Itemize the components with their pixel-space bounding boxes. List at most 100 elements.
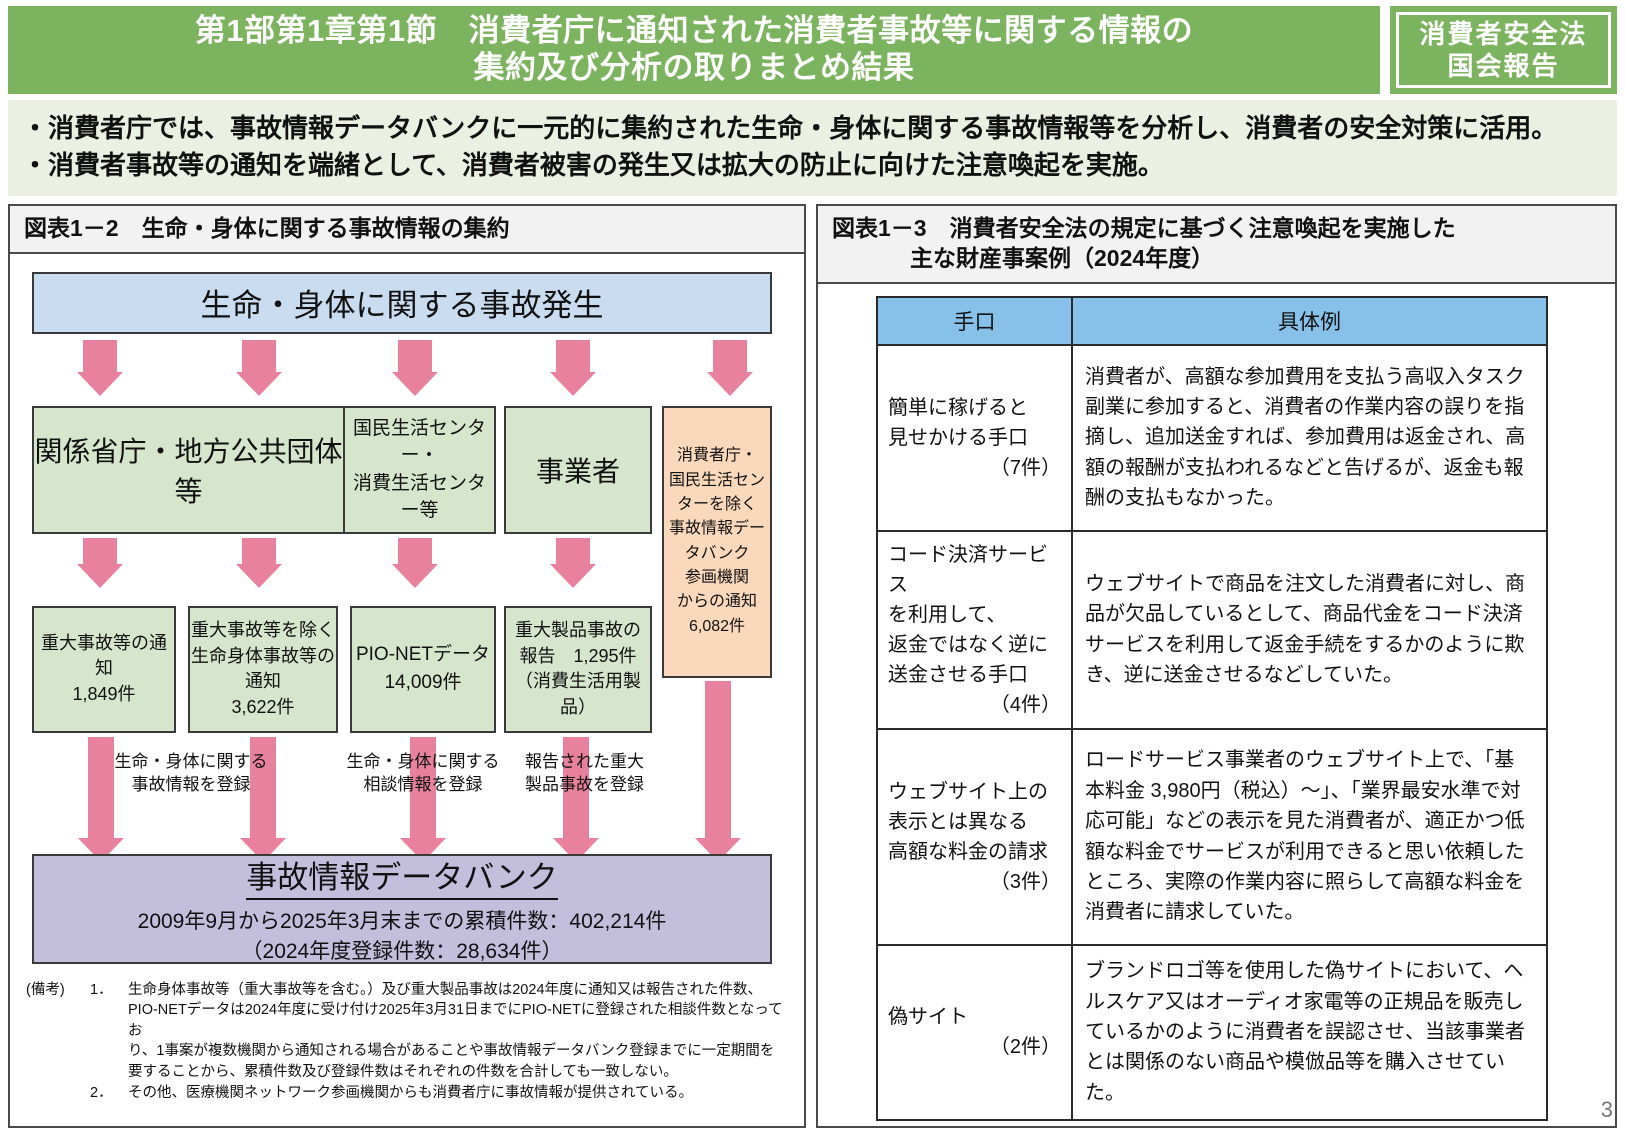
note-1-number: 1． (90, 981, 113, 998)
column-header-example: 具体例 (1071, 295, 1548, 346)
arrow-head-icon (550, 563, 596, 588)
figure-1-3-body: 手口 具体例 簡単に稼げると 見せかける手口 （7件） 消費者が、高額な参加費用… (818, 284, 1615, 1126)
figure-1-3-heading: 図表1－3 消費者安全法の規定に基づく注意喚起を実施した 主な財産事案例（202… (818, 205, 1615, 284)
flow-arrow-down-2 (236, 339, 282, 396)
flow-label-accident-info: 生命・身体に関する 事故情報を登録 (114, 751, 268, 794)
arrow-head-icon (392, 371, 438, 396)
figure-1-2-panel: 図表1－2 生命・身体に関する事故情報の集約 生命・身体に関する事故発生 関係省… (8, 203, 806, 1128)
notes-label-spacer (26, 1083, 90, 1104)
arrow-head-icon (550, 371, 596, 396)
method-text-3: ウェブサイト上の 表示とは異なる 高額な料金の請求 (888, 780, 1048, 863)
databank-cumulative: 2009年9月から2025年3月末までの累積件数：402,214件 (137, 910, 667, 934)
count-box-serious-value: 1,849件 (72, 683, 136, 704)
databank-box: 事故情報データバンク 2009年9月から2025年3月末までの累積件数：402,… (32, 852, 772, 964)
page-number: 3 (1600, 1097, 1613, 1122)
table-row: ウェブサイト上の 表示とは異なる 高額な料金の請求 （3件） ロードサービス事業… (876, 727, 1548, 946)
header: 第1部第1章第1節 消費者庁に通知された消費者事故等に関する情報の 集約及び分析… (8, 6, 1617, 94)
flow-arrow-down-5 (707, 339, 753, 396)
flow-arrow-long-5 (695, 680, 741, 862)
figure-1-3-heading-line2: 主な財産事案例（2024年度） (910, 244, 1215, 271)
arrow-head-icon (392, 563, 438, 588)
lead-bullet-2: ・消費者事故等の通知を端緒として、消費者被害の発生又は拡大の防止に向けた注意喚起… (22, 149, 1164, 180)
flow-top-box: 生命・身体に関する事故発生 (32, 271, 772, 334)
method-text-1: 簡単に稼げると 見せかける手口 (888, 396, 1028, 449)
count-box-nonserious-label: 重大事故等を除く 生命身体事故等の通知 (191, 620, 335, 692)
flow-arrow-down-6 (77, 537, 123, 588)
cell-method-4: 偽サイト （2件） (876, 943, 1073, 1121)
cell-method-3: ウェブサイト上の 表示とは異なる 高額な料金の請求 （3件） (876, 727, 1073, 946)
page-title-line2: 集約及び分析の取りまとめ結果 (473, 50, 915, 85)
source-box-consumer-centers: 国民生活センター・ 消費生活センター等 (343, 405, 496, 534)
note-1-line-3: り、1事案が複数機関から通知される場合があることや事故情報データバンク登録までに… (128, 1043, 775, 1060)
cell-example-4: ブランドロゴ等を使用した偽サイトにおいて、ヘルスケア又はオーディオ家電等の正規品… (1071, 943, 1548, 1121)
table-row: コード決済サービス を利用して、 返金ではなく逆に 送金させる手口 （4件） ウ… (876, 529, 1548, 730)
flow-arrow-down-3 (392, 339, 438, 396)
databank-title: 事故情報データバンク (246, 852, 558, 901)
flow-arrow-down-9 (550, 537, 596, 588)
cell-method-1: 簡単に稼げると 見せかける手口 （7件） (876, 343, 1073, 532)
method-text-4: 偽サイト (888, 1006, 968, 1029)
property-cases-table: 手口 具体例 簡単に稼げると 見せかける手口 （7件） 消費者が、高額な参加費用… (876, 295, 1548, 1121)
figure-1-2-heading: 図表1－2 生命・身体に関する事故情報の集約 (10, 205, 804, 254)
method-count-4: （2件） (989, 1036, 1061, 1059)
source-box-ministries: 関係省庁・地方公共団体等 (32, 405, 345, 534)
panels: 図表1－2 生命・身体に関する事故情報の集約 生命・身体に関する事故発生 関係省… (8, 203, 1617, 1128)
count-box-pionet: PIO-NETデータ 14,009件 (350, 605, 496, 733)
law-badge-line2: 国会報告 (1447, 51, 1560, 81)
count-box-product-label: 重大製品事故の 報告 1,295件 (515, 620, 641, 666)
count-box-serious-label: 重大事故等の通知 (41, 632, 167, 679)
table-header-row: 手口 具体例 (876, 295, 1548, 346)
lead-bullet-1: ・消費者庁では、事故情報データバンクに一元的に集約された生命・身体に関する事故情… (22, 113, 1558, 143)
figure-1-3-panel: 図表1－3 消費者安全法の規定に基づく注意喚起を実施した 主な財産事案例（202… (816, 203, 1617, 1128)
source-box-businesses: 事業者 (504, 405, 652, 534)
arrow-head-icon (707, 371, 753, 396)
notes-label: (備考) (26, 981, 65, 998)
flow-arrow-down-8 (392, 537, 438, 588)
note-2-number: 2． (90, 1084, 113, 1101)
flow-arrow-down-7 (236, 537, 282, 588)
arrow-head-icon (77, 371, 123, 396)
figure-1-2-body: 生命・身体に関する事故発生 関係省庁・地方公共団体等 国民生活センター・ 消費生… (10, 254, 804, 1126)
flow-label-consult-info: 生命・身体に関する 相談情報を登録 (346, 751, 500, 794)
table-row: 簡単に稼げると 見せかける手口 （7件） 消費者が、高額な参加費用を支払う高収入… (876, 343, 1548, 532)
count-box-pionet-label: PIO-NETデータ (355, 643, 491, 665)
flow-arrow-down-1 (77, 339, 123, 396)
cell-example-1: 消費者が、高額な参加費用を支払う高収入タスク副業に参加すると、消費者の作業内容の… (1071, 343, 1548, 532)
databank-fy-registered: （2024年度登録件数：28,634件） (241, 940, 563, 964)
cell-method-2: コード決済サービス を利用して、 返金ではなく逆に 送金させる手口 （4件） (876, 529, 1073, 730)
note-1-line-1: 生命身体事故等（重大事故等を含む。）及び重大製品事故は2024年度に通知又は報告… (128, 981, 763, 998)
count-box-serious: 重大事故等の通知 1,849件 (32, 605, 176, 733)
arrow-head-icon (77, 563, 123, 588)
method-text-2: コード決済サービス を利用して、 返金ではなく逆に 送金させる手口 (888, 543, 1048, 686)
lead-summary: ・消費者庁では、事故情報データバンクに一元的に集約された生命・身体に関する事故情… (8, 100, 1617, 196)
count-box-nonserious: 重大事故等を除く 生命身体事故等の通知 3,622件 (188, 605, 338, 733)
table-row: 偽サイト （2件） ブランドロゴ等を使用した偽サイトにおいて、ヘルスケア又はオー… (876, 943, 1548, 1121)
page-title: 第1部第1章第1節 消費者庁に通知された消費者事故等に関する情報の 集約及び分析… (8, 6, 1380, 94)
page-title-line1: 第1部第1章第1節 消費者庁に通知された消費者事故等に関する情報の (194, 13, 1194, 49)
law-badge-line1: 消費者安全法 (1419, 18, 1588, 49)
flow-arrow-down-4 (550, 339, 596, 396)
figure-1-2-notes: (備考) 1． 生命身体事故等（重大事故等を含む。）及び重大製品事故は2024年… (26, 980, 796, 1103)
note-1-line-4: 要することから、累積件数及び登録件数はそれぞれの件数を合計しても一致しない。 (128, 1064, 678, 1081)
note-1-line-2: PIO-NETデータは2024年度に受け付け2025年3月31日までにPIO-N… (128, 1002, 783, 1039)
cell-example-3: ロードサービス事業者のウェブサイト上で、「基本料金 3,980円（税込）～」、「… (1071, 727, 1548, 946)
source-box-databank-partners: 消費者庁・ 国民生活センターを除く 事故情報データバンク 参画機関 からの通知 … (662, 405, 772, 678)
count-box-product: 重大製品事故の 報告 1,295件 （消費生活用製品） (504, 605, 652, 733)
arrow-head-icon (236, 563, 282, 588)
method-count-3: （3件） (989, 870, 1061, 893)
method-count-1: （7件） (989, 456, 1061, 479)
flow-label-product-accident: 報告された重大 製品事故を登録 (525, 751, 644, 794)
note-2-line-1: その他、医療機関ネットワーク参画機関からも消費者庁に事故情報が提供されている。 (128, 1084, 694, 1101)
method-count-2: （4件） (989, 693, 1061, 716)
flow-arrow-long-3 (400, 736, 446, 862)
law-badge: 消費者安全法 国会報告 (1390, 6, 1617, 94)
flow-arrow-long-1 (78, 736, 124, 862)
cell-example-2: ウェブサイトで商品を注文した消費者に対し、商品が欠品しているとして、商品代金をコ… (1071, 529, 1548, 730)
count-box-nonserious-value: 3,622件 (231, 696, 295, 717)
figure-1-3-heading-line1: 図表1－3 消費者安全法の規定に基づく注意喚起を実施した (832, 214, 1456, 241)
law-badge-inner: 消費者安全法 国会報告 (1396, 12, 1611, 88)
flow-diagram: 生命・身体に関する事故発生 関係省庁・地方公共団体等 国民生活センター・ 消費生… (10, 254, 804, 1126)
arrow-head-icon (236, 371, 282, 396)
column-header-method: 手口 (876, 295, 1073, 346)
